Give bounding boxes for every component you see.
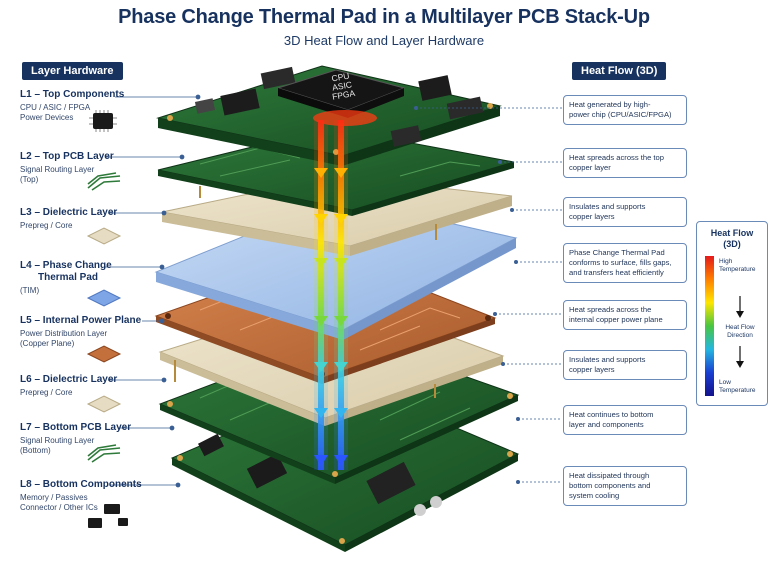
- legend-title-line: (3D): [723, 239, 741, 249]
- layer-item-l4: L4 – Phase Change Thermal Pad (TIM): [20, 260, 165, 296]
- flow-note-line: Heat generated by high-: [569, 100, 651, 109]
- thermal-pad-icon: [86, 289, 122, 307]
- legend-low-label: Low Temperature: [719, 379, 756, 394]
- page-title: Phase Change Thermal Pad in a Multilayer…: [118, 6, 650, 28]
- layer-desc-line: Connector / Other ICs: [20, 503, 98, 512]
- layer-title: L3 – Dielectric Layer: [20, 207, 118, 218]
- flow-note-line: copper layers: [569, 365, 615, 374]
- flow-note-3: Insulates and supports copper layers: [563, 197, 687, 227]
- flow-note-line: Insulates and supports: [569, 355, 646, 364]
- flow-note-2: Heat spreads across the top copper layer: [563, 148, 687, 178]
- temperature-gradient-bar: [705, 256, 714, 396]
- flow-note-line: conforms to surface, fills gaps,: [569, 258, 672, 267]
- flow-note-5: Heat spreads across the internal copper …: [563, 300, 687, 330]
- heat-flow-legend: Heat Flow (3D) High Temperature Heat Flo…: [696, 221, 768, 406]
- flow-note-line: Phase Change Thermal Pad: [569, 248, 665, 257]
- flow-note-line: copper layers: [569, 212, 615, 221]
- chip-label-line: CPU: [331, 71, 350, 84]
- main-chip-label: CPUASICFPGA: [328, 70, 356, 102]
- heat-flow-tag: Heat Flow (3D): [572, 62, 667, 80]
- layer-desc-line: Signal Routing Layer: [20, 165, 95, 174]
- right-leader-lines: [414, 106, 562, 484]
- layer-title: L2 – Top PCB Layer: [20, 151, 114, 162]
- heat-flow-arrows: [314, 120, 348, 470]
- layer-title: L6 – Dielectric Layer: [20, 374, 118, 385]
- flow-note-line: Heat spreads across the: [569, 305, 652, 314]
- flow-note-line: Heat dissipated through: [569, 471, 650, 480]
- layer-title: L4 – Phase Change: [20, 260, 112, 271]
- flow-note-6: Insulates and supports copper layers: [563, 350, 687, 380]
- legend-title: Heat Flow (3D): [697, 228, 767, 250]
- flow-note-7: Heat continues to bottom layer and compo…: [563, 405, 687, 435]
- layer-desc-line: Memory / Passives: [20, 493, 88, 502]
- layer-title-cont: Thermal Pad: [38, 272, 99, 283]
- flow-note-line: Heat continues to bottom: [569, 410, 654, 419]
- legend-title-line: Heat Flow: [710, 228, 754, 238]
- dielectric-icon: [86, 227, 122, 245]
- legend-direction-label: Heat Flow Direction: [725, 324, 755, 339]
- trace-icon: [87, 172, 121, 191]
- flow-note-1: Heat generated by high- power chip (CPU/…: [563, 95, 687, 125]
- layer-title: L7 – Bottom PCB Layer: [20, 422, 132, 433]
- layer-item-l8: L8 – Bottom Components Memory / Passives…: [20, 479, 165, 513]
- dielectric-icon: [86, 395, 122, 413]
- layer-hardware-tag: Layer Hardware: [22, 62, 123, 80]
- flow-note-line: power chip (CPU/ASIC/FPGA): [569, 110, 672, 119]
- connector-icon: [366, 461, 416, 505]
- layer-item-l6: L6 – Dielectric Layer Prepreg / Core: [20, 374, 165, 398]
- components-icon: [88, 504, 128, 528]
- chip-icon: [89, 110, 117, 132]
- arrow-down-icon: [736, 346, 744, 368]
- layer-desc-line: Signal Routing Layer: [20, 436, 95, 445]
- layer-item-l5: L5 – Internal Power Plane Power Distribu…: [20, 315, 165, 349]
- layer-desc-line: Prepreg / Core: [20, 221, 73, 230]
- layer-desc-line: (Copper Plane): [20, 339, 75, 348]
- layer-desc-line: Prepreg / Core: [20, 388, 73, 397]
- flow-note-line: layer and components: [569, 420, 644, 429]
- layer-desc-line: (Bottom): [20, 446, 51, 455]
- flow-note-line: and transfers heat efficiently: [569, 268, 664, 277]
- bottom-ic-icon: [246, 453, 288, 489]
- flow-note-line: system cooling: [569, 491, 620, 500]
- flow-note-line: bottom components and: [569, 481, 651, 490]
- legend-high-label: High Temperature: [719, 258, 756, 273]
- layer-desc-line: Power Distribution Layer: [20, 329, 108, 338]
- layer-item-l7: L7 – Bottom PCB Layer Signal Routing Lay…: [20, 422, 165, 456]
- trace-icon: [87, 444, 121, 463]
- copper-plane-icon: [86, 345, 122, 363]
- chip-label-line: ASIC: [331, 79, 352, 92]
- flow-note-line: copper layer: [569, 163, 611, 172]
- layer-desc-line: CPU / ASIC / FPGA: [20, 103, 91, 112]
- flow-note-line: Insulates and supports: [569, 202, 646, 211]
- flow-note-8: Heat dissipated through bottom component…: [563, 466, 687, 506]
- arrow-down-icon: [736, 296, 744, 318]
- page-subtitle: 3D Heat Flow and Layer Hardware: [283, 33, 485, 48]
- layer-title: L5 – Internal Power Plane: [20, 315, 142, 326]
- layer-item-l3: L3 – Dielectric Layer Prepreg / Core: [20, 207, 165, 231]
- layer-item-l2: L2 – Top PCB Layer Signal Routing Layer …: [20, 151, 165, 185]
- layer-desc-line: Power Devices: [20, 113, 74, 122]
- left-leader-lines: [104, 94, 201, 488]
- layer-item-l1: L1 – Top Components CPU / ASIC / FPGA Po…: [20, 89, 165, 123]
- layer-desc-line: (Top): [20, 175, 39, 184]
- chip-label-line: FPGA: [331, 88, 356, 102]
- layer-title: L1 – Top Components: [20, 89, 125, 100]
- layer-desc-line: (TIM): [20, 286, 40, 295]
- flow-note-4: Phase Change Thermal Pad conforms to sur…: [563, 243, 687, 283]
- layer-top-components-board: CPUASICFPGA: [156, 65, 502, 166]
- layer-title: L8 – Bottom Components: [20, 479, 142, 490]
- flow-note-line: internal copper power plane: [569, 315, 663, 324]
- flow-note-line: Heat spreads across the top: [569, 153, 664, 162]
